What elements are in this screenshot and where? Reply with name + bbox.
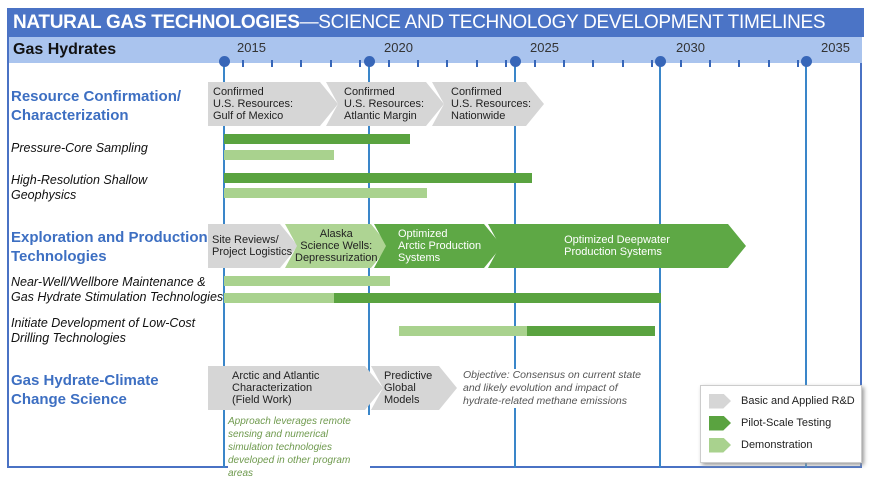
timeline-header [9,37,862,63]
year-tick [388,60,390,67]
milestone-dot [219,56,230,67]
bar-pilot [334,293,661,303]
year-label: 2020 [384,40,413,55]
legend: Basic and Applied R&D Pilot-Scale Testin… [700,385,862,463]
arrow-label: Confirmed U.S. Resources: Nationwide [451,86,532,122]
bar-demo [224,276,390,286]
bar-demo [224,188,427,198]
bar-pilot [527,326,655,336]
year-tick [621,60,624,67]
arrow-atlantic-margin: Confirmed U.S. Resources: Atlantic Margi… [326,82,444,126]
year-tick [446,60,449,67]
year-tick [271,60,274,67]
bar-pilot [224,173,532,183]
year-tick [417,60,420,67]
diagram-title: NATURAL GAS TECHNOLOGIES—SCIENCE AND TEC… [7,8,864,37]
arrow-label: Confirmed U.S. Resources: Atlantic Margi… [344,86,425,122]
arrow-global-models: Predictive Global Models [371,366,457,410]
section-title-resource: Resource Confirmation/Characterization [11,87,181,125]
year-tick [475,60,478,67]
milestone-line [805,62,807,468]
year-tick [767,60,770,67]
year-tick [242,60,244,67]
year-tick [738,60,741,67]
year-tick [650,60,653,67]
arrow-arctic-production: Optimized Arctic Production Systems [374,224,502,268]
legend-label: Basic and Applied R&D [741,395,855,407]
title-rest: —SCIENCE AND TECHNOLOGY DEVELOPMENT TIME… [299,12,826,33]
year-tick [680,60,682,67]
arrow-field-work: Arctic and Atlantic Characterization (Fi… [208,366,383,410]
diagram-frame [7,8,862,468]
milestone-dot [364,56,375,67]
year-tick [300,60,303,67]
title-line: Exploration and Production [11,229,208,246]
year-tick [709,60,712,67]
title-line: Change Science [11,391,127,408]
year-tick [358,60,361,67]
year-label: 2025 [530,40,559,55]
milestone-dot [655,56,666,67]
arrow-alaska-wells: Alaska Science Wells: Depressurization [285,224,389,268]
arrow-gulf-of-mexico: Confirmed U.S. Resources: Gulf of Mexico [208,82,338,126]
legend-item: Basic and Applied R&D [709,390,861,412]
arrow-label: Arctic and Atlantic Characterization (Fi… [232,370,320,406]
label-line: Initiate Development of Low-Cost [11,316,196,330]
title-line: Technologies [11,248,107,265]
title-line: Characterization [11,107,129,124]
legend-label: Pilot-Scale Testing [741,417,832,429]
bar-demo [399,326,527,336]
row-label-near-well: Near-Well/Wellbore Maintenance &Gas Hydr… [11,275,223,305]
legend-item: Pilot-Scale Testing [709,412,861,434]
arrow-label: Alaska Science Wells: Depressurization [295,228,378,264]
arrow-label: Optimized Arctic Production Systems [398,228,482,264]
title-line: Resource Confirmation/ [11,88,182,105]
label-line: High-Resolution Shallow [11,173,148,187]
legend-swatch-dark-green [709,415,731,431]
bar-pilot [224,134,410,144]
title-line: Gas Hydrate-Climate [11,372,159,389]
title-bold: NATURAL GAS TECHNOLOGIES [13,12,300,33]
approach-note: Approach leverages remote sensing and nu… [228,415,370,480]
year-tick [796,60,799,67]
label-line: Gas Hydrate Stimulation Technologies [11,290,224,304]
year-label: 2030 [676,40,705,55]
year-tick [563,60,566,67]
row-label-pressure-core: Pressure-Core Sampling [11,141,148,155]
year-tick [329,60,332,67]
milestone-dot [801,56,812,67]
bar-demo [224,150,334,160]
year-label: 2035 [821,40,850,55]
legend-swatch-light-green [709,437,731,453]
arrow-label: Optimized Deepwater Production Systems [564,234,670,258]
arrow-label: Site Reviews/ Project Logistics [212,234,293,258]
legend-swatch-gray [709,393,731,409]
legend-label: Demonstration [741,439,813,451]
label-line: Drilling Technologies [11,331,126,345]
year-tick [592,60,595,67]
label-line: Geophysics [11,188,77,202]
label-line: Near-Well/Wellbore Maintenance & [11,275,206,289]
year-label: 2015 [237,40,266,55]
arrow-deepwater-production: Optimized Deepwater Production Systems [488,224,746,268]
legend-item: Demonstration [709,434,861,456]
objective-text: Objective: Consensus on current state an… [463,369,648,408]
year-tick [504,60,507,67]
year-tick [534,60,536,67]
arrow-label: Predictive Global Models [384,370,433,406]
milestone-dot [510,56,521,67]
arrow-label: Confirmed U.S. Resources: Gulf of Mexico [213,86,294,122]
bar-demo [224,293,334,303]
header-label: Gas Hydrates [13,41,117,58]
arrow-nationwide: Confirmed U.S. Resources: Nationwide [432,82,544,126]
arrow-site-reviews: Site Reviews/ Project Logistics [208,224,298,268]
